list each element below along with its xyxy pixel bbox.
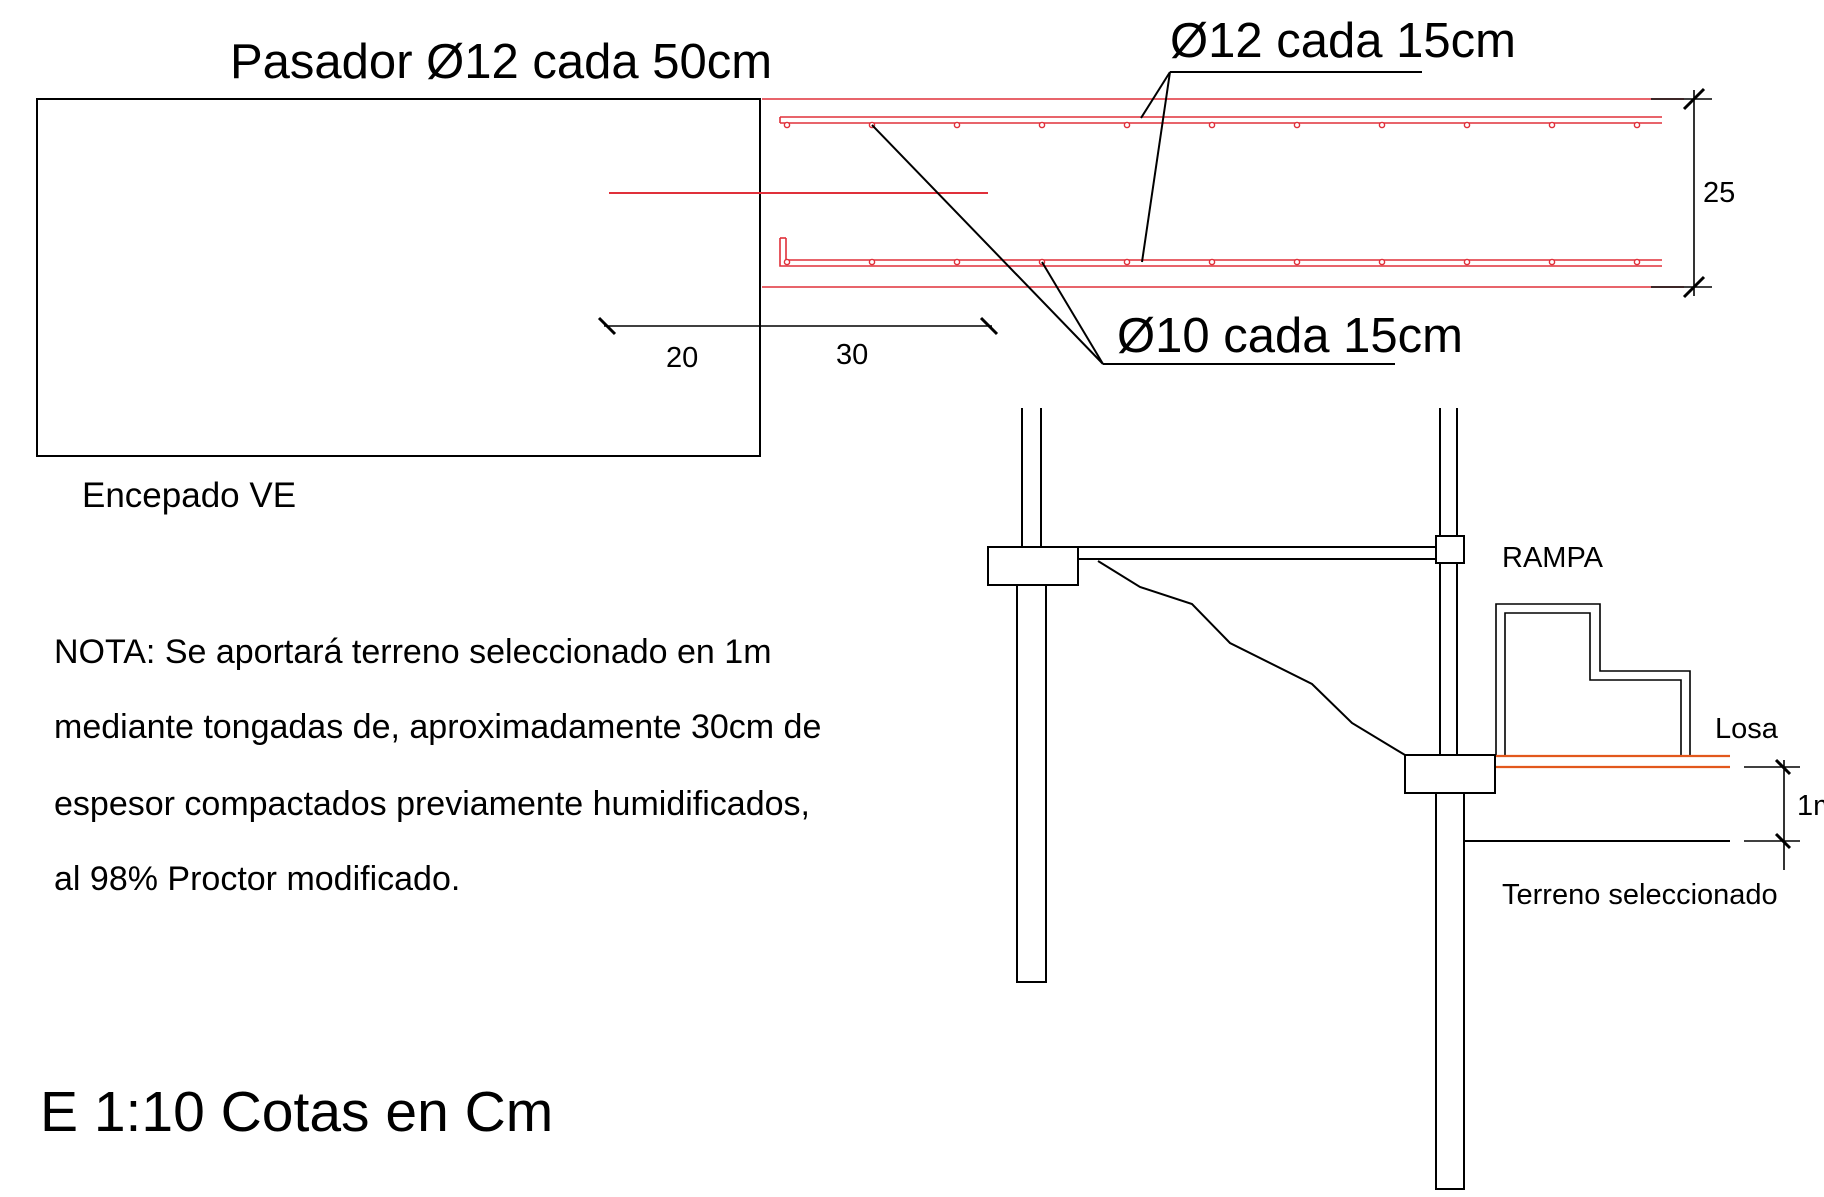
bottom-transverse-bars <box>783 258 1641 266</box>
dimension-25-label: 25 <box>1703 177 1735 209</box>
dimension-25 <box>1651 87 1712 299</box>
dimension-30-label: 30 <box>836 339 868 371</box>
dimension-20-30 <box>597 316 999 336</box>
dimension-20-label: 20 <box>666 342 698 374</box>
leader-top-rebar <box>1140 71 1422 263</box>
encepado-label: Encepado VE <box>82 476 296 515</box>
bottom-rebar-label: Ø10 cada 15cm <box>1117 309 1463 363</box>
slab-section <box>762 98 1684 288</box>
rampa-label: RAMPA <box>1502 542 1604 574</box>
scale-label: E 1:10 Cotas en Cm <box>40 1080 553 1144</box>
terreno-label: Terreno seleccionado <box>1502 879 1778 911</box>
dimension-1m-label: 1m <box>1797 790 1824 822</box>
note-line-3: espesor compactados previamente humidifi… <box>54 785 810 823</box>
pasador-label: Pasador Ø12 cada 50cm <box>230 35 772 89</box>
top-rebar-label: Ø12 cada 15cm <box>1170 14 1516 68</box>
note-line-2: mediante tongadas de, aproximadamente 30… <box>54 708 821 746</box>
encepado-outline <box>36 98 761 457</box>
leader-bottom-rebar <box>871 124 1395 365</box>
note-line-4: al 98% Proctor modificado. <box>54 860 460 898</box>
losa-label: Losa <box>1715 713 1779 745</box>
note-line-1: NOTA: Se aportará terreno seleccionado e… <box>54 633 772 671</box>
structure-section <box>987 408 1800 1190</box>
